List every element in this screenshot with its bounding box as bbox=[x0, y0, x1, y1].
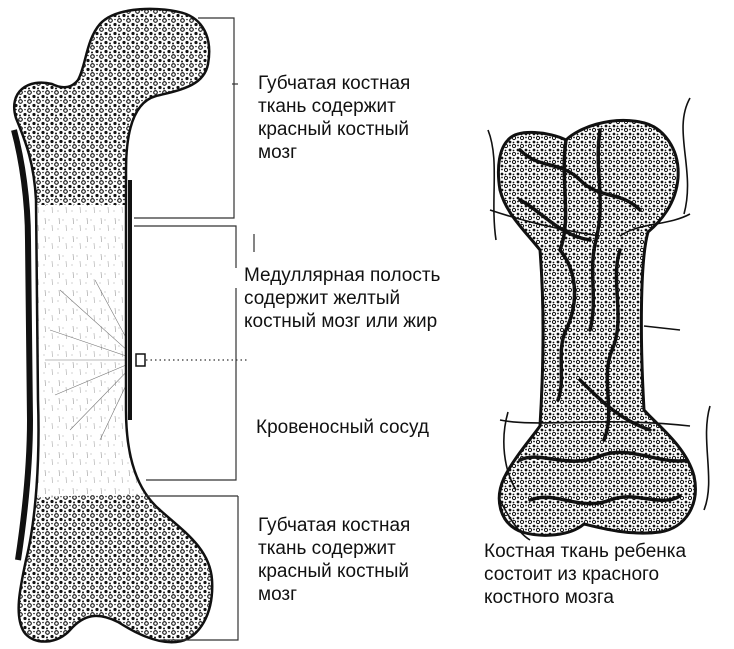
label-top-spongy-bone: Губчатая костная ткань содержит красный … bbox=[258, 72, 410, 164]
label-bottom-spongy-bone: Губчатая костная ткань содержит красный … bbox=[258, 514, 410, 606]
label-medullary-cavity: Медуллярная полость содержит желтый кост… bbox=[244, 264, 440, 333]
label-blood-vessel: Кровеносный сосуд bbox=[256, 416, 429, 439]
label-line: Кровеносный сосуд bbox=[256, 416, 429, 439]
label-line: содержит желтый bbox=[244, 287, 440, 310]
label-line: Медуллярная полость bbox=[244, 264, 440, 287]
label-line: мозг bbox=[258, 141, 410, 164]
label-line: Губчатая костная bbox=[258, 514, 410, 537]
label-line: состоит из красного bbox=[484, 563, 686, 586]
label-line: красный костный bbox=[258, 560, 410, 583]
label-line: красный костный bbox=[258, 118, 410, 141]
adult-bone bbox=[0, 0, 240, 649]
label-line: костного мозга bbox=[484, 586, 686, 609]
label-line: ткань содержит bbox=[258, 537, 410, 560]
label-line: мозг bbox=[258, 583, 410, 606]
label-line: костный мозг или жир bbox=[244, 310, 440, 333]
child-bone bbox=[488, 98, 710, 540]
label-child-bone-caption: Костная ткань ребенка состоит из красног… bbox=[484, 540, 686, 609]
label-line: Губчатая костная bbox=[258, 72, 410, 95]
label-line: ткань содержит bbox=[258, 95, 410, 118]
blood-vessel bbox=[136, 354, 145, 366]
label-line: Костная ткань ребенка bbox=[484, 540, 686, 563]
